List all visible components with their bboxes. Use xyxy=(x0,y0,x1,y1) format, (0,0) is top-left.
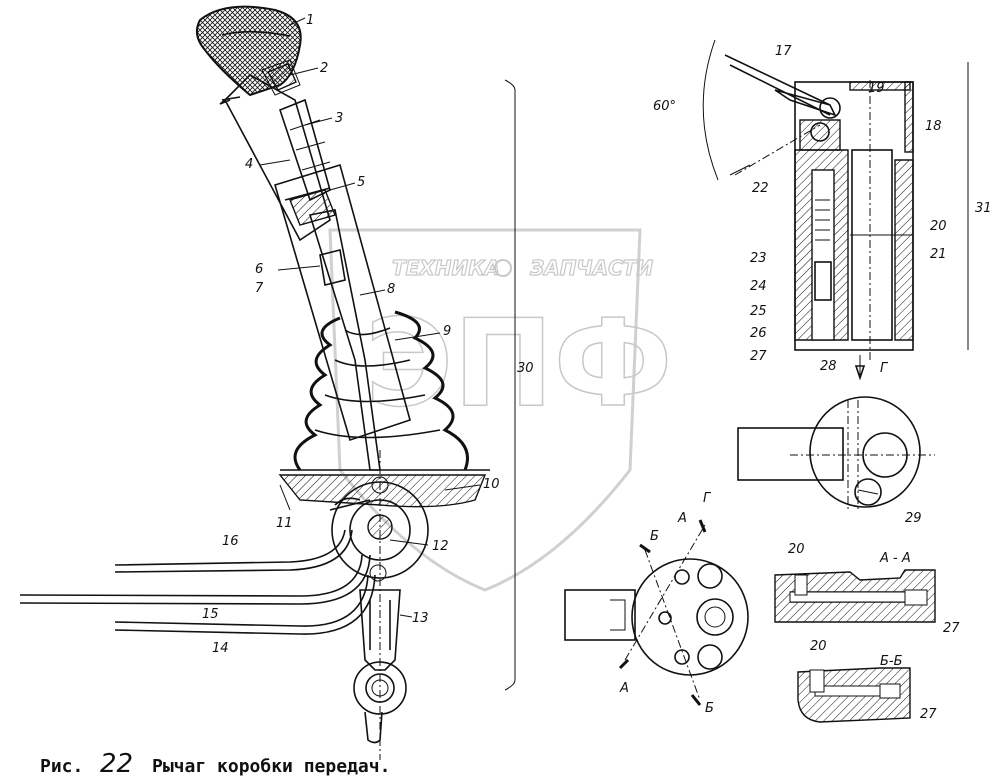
section-bb xyxy=(797,667,911,723)
mount-section xyxy=(702,39,969,381)
watermark-text-right: ЗАПЧАСТИ xyxy=(529,256,653,280)
angle-label: 60° xyxy=(653,99,676,114)
section-bb-title: Б-Б xyxy=(880,654,903,669)
callout-8: 8 xyxy=(387,282,395,297)
callout-1: 1 xyxy=(306,13,314,28)
callout-31: 31 xyxy=(975,201,992,216)
gear-icon xyxy=(494,259,512,277)
callout-12: 12 xyxy=(432,539,449,554)
callout-14: 14 xyxy=(212,641,229,656)
callout-10: 10 xyxy=(483,477,500,492)
callout-29: 29 xyxy=(905,511,922,526)
callout-3: 3 xyxy=(335,111,343,126)
callout-11: 11 xyxy=(276,516,293,531)
callout-28: 28 xyxy=(820,359,837,374)
callout-19: 19 xyxy=(868,81,885,96)
section-bb-27: 27 xyxy=(920,707,937,722)
callout-24: 24 xyxy=(750,279,767,294)
section-a-bottom: А xyxy=(619,681,629,696)
section-view xyxy=(564,519,749,706)
callout-21: 21 xyxy=(930,247,947,262)
view-g xyxy=(737,396,935,510)
callout-9: 9 xyxy=(443,324,451,339)
callout-25: 25 xyxy=(750,304,767,319)
callout-4: 4 xyxy=(245,157,253,172)
callout-27: 27 xyxy=(750,349,767,364)
section-a-top-letter: А xyxy=(677,511,687,526)
caption-number: 22 xyxy=(100,749,133,779)
callout-5: 5 xyxy=(357,175,365,190)
callout-7: 7 xyxy=(255,281,264,296)
callout-23: 23 xyxy=(750,251,767,266)
callout-6: 6 xyxy=(255,262,263,277)
view-g-label: Г xyxy=(880,361,889,376)
section-aa-27: 27 xyxy=(943,621,960,636)
callout-18: 18 xyxy=(925,119,942,134)
section-bb-20: 20 xyxy=(810,639,827,654)
section-aa-20: 20 xyxy=(788,542,805,557)
callout-22: 22 xyxy=(752,181,769,196)
section-b-bottom: Б xyxy=(705,701,714,716)
watermark: ТЕХНИКА ЗАПЧАСТИ ЭПФ xyxy=(328,228,673,592)
caption-title: Рычаг коробки передач. xyxy=(152,756,390,777)
watermark-text-left: ТЕХНИКА xyxy=(392,256,500,280)
callout-17: 17 xyxy=(775,44,792,59)
callout-2: 2 xyxy=(320,61,328,76)
callout-13: 13 xyxy=(412,611,429,626)
callout-15: 15 xyxy=(202,607,219,622)
callout-30: 30 xyxy=(517,361,534,376)
gear-lever-assembly xyxy=(19,5,516,760)
section-aa xyxy=(774,569,936,623)
callout-16: 16 xyxy=(222,534,239,549)
callout-26: 26 xyxy=(750,326,767,341)
section-b-top: Б xyxy=(650,529,659,544)
caption-prefix: Рис. xyxy=(40,756,83,777)
section-a-top: Г xyxy=(703,491,712,506)
callout-20: 20 xyxy=(930,219,947,234)
section-aa-title: А - А xyxy=(879,551,911,566)
watermark-letters: ЭПФ xyxy=(365,295,673,434)
